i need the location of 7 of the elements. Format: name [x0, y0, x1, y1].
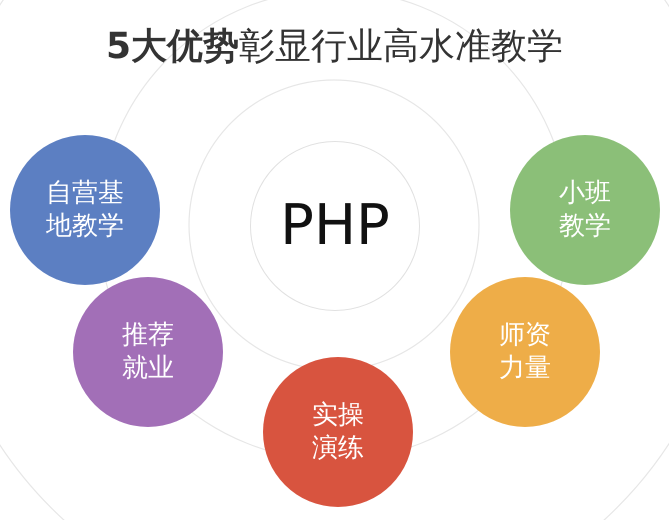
circle-label: 实操演练	[311, 399, 365, 465]
circle-label: 自营基地教学	[45, 177, 125, 243]
title: 5大优势彰显行业高水准教学	[104, 25, 564, 69]
circle-label: 小班教学	[558, 177, 612, 243]
circle-label: 师资力量	[498, 319, 552, 385]
circle-label: 推荐就业	[121, 319, 175, 385]
circle-label: PHP	[279, 194, 391, 258]
